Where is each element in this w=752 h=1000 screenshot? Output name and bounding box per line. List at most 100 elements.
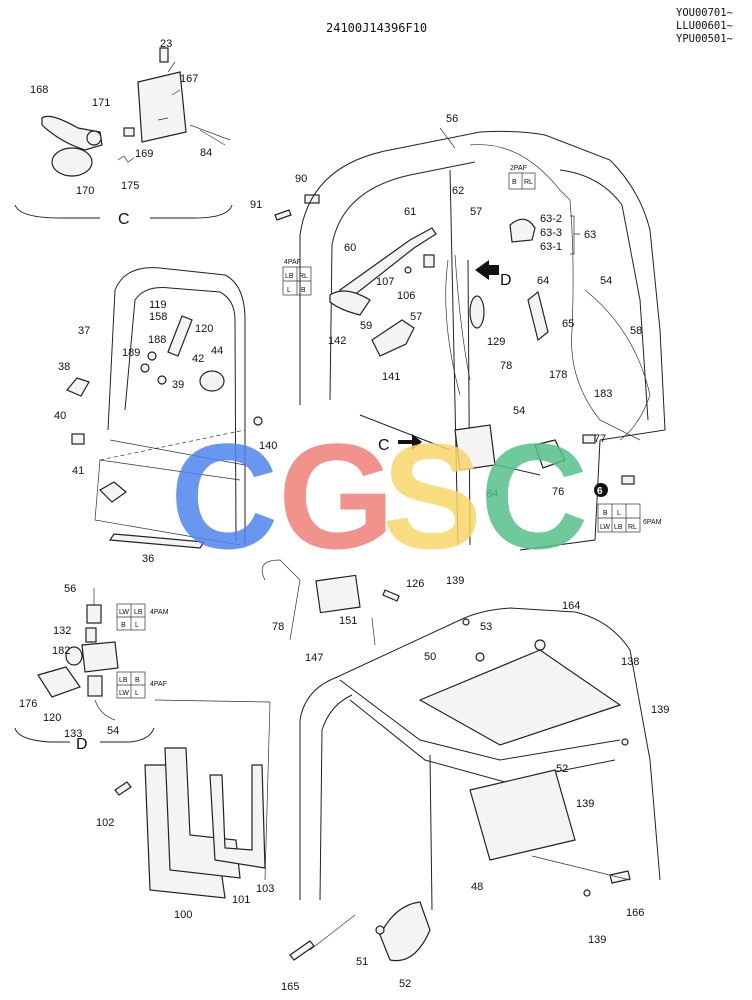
detail-c	[14, 47, 233, 219]
connector-6pam: B L LW LB RL 6PAM	[597, 503, 662, 533]
clip-106	[423, 254, 435, 268]
view-d-label: D	[500, 272, 512, 289]
part-number: 139	[576, 798, 594, 810]
part-number: 23	[160, 38, 172, 50]
svg-text:LW: LW	[600, 524, 610, 531]
part-number: 102	[96, 817, 114, 829]
part-number: 64	[537, 275, 549, 287]
part-number: 139	[446, 575, 464, 587]
lock-42	[199, 370, 225, 392]
dome-lamp-129	[469, 295, 485, 329]
svg-text:4PAF: 4PAF	[284, 259, 301, 266]
clip-139-a	[462, 618, 470, 626]
nut-107	[404, 266, 412, 274]
part-number: 39	[172, 379, 184, 391]
svg-text:6PAM: 6PAM	[643, 519, 662, 526]
svg-text:L: L	[135, 690, 139, 697]
part-number: 90	[295, 173, 307, 185]
part-number: 188	[148, 334, 166, 346]
part-number: 84	[486, 488, 498, 500]
window-48	[469, 769, 576, 861]
detail-d	[14, 588, 155, 743]
clip-140	[253, 416, 263, 426]
svg-text:RL: RL	[628, 524, 637, 531]
svg-text:LB: LB	[614, 524, 623, 531]
connector-2paf: 2PAF B RL	[508, 165, 536, 190]
watermark: C G S C	[170, 412, 588, 580]
part-number: 63-3	[540, 227, 562, 239]
connector-6pam	[621, 475, 635, 485]
svg-text:L: L	[135, 622, 139, 629]
mirror-52	[379, 901, 431, 962]
bolt-91	[274, 209, 292, 221]
svg-text:B: B	[121, 622, 126, 629]
part-number: 175	[121, 180, 139, 192]
callout-number: 6	[597, 486, 603, 497]
part-number: 107	[376, 276, 394, 288]
part-number: 59	[360, 320, 372, 332]
part-number: 151	[339, 615, 357, 627]
part-number: 106	[397, 290, 415, 302]
part-number: 54	[600, 275, 612, 287]
callout-6-icon	[594, 483, 608, 497]
bracket-38	[66, 377, 90, 397]
cab-side-panel	[94, 267, 246, 546]
washer-189	[140, 363, 150, 373]
part-number: 103	[256, 883, 274, 895]
wiper-motor	[329, 290, 371, 316]
part-number: 170	[76, 185, 94, 197]
wiper-arm	[339, 227, 437, 301]
bolt-126	[382, 589, 400, 602]
part-number: 41	[72, 465, 84, 477]
svg-text:2PAF: 2PAF	[510, 165, 527, 172]
part-number: 84	[200, 147, 212, 159]
cab-frame-lower	[154, 559, 661, 911]
clip-164	[534, 639, 546, 651]
handle-158	[167, 315, 193, 357]
part-number: 165	[281, 981, 299, 993]
bolt-165	[289, 940, 315, 961]
roof-panel-50	[418, 649, 622, 746]
bracket-76	[534, 439, 566, 469]
svg-text:B: B	[301, 287, 306, 294]
detail-c-label: C	[118, 211, 130, 228]
svg-text:L: L	[287, 287, 291, 294]
part-number: 183	[594, 388, 612, 400]
handle-65	[527, 290, 549, 342]
part-number: 42	[192, 353, 204, 365]
leader-lines	[199, 127, 631, 951]
svg-text:LW: LW	[119, 609, 129, 616]
part-number: 171	[92, 97, 110, 109]
part-number: 139	[588, 934, 606, 946]
rod-36	[108, 533, 206, 549]
part-number: 50	[424, 651, 436, 663]
part-number: 37	[78, 325, 90, 337]
part-number: 168	[30, 84, 48, 96]
part-number: 48	[471, 881, 483, 893]
svg-text:LB: LB	[119, 677, 128, 684]
part-number: 65	[562, 318, 574, 330]
bolt-166	[609, 870, 631, 884]
part-number: 52	[556, 763, 568, 775]
bolt-77	[582, 434, 596, 444]
part-number: 58	[630, 325, 642, 337]
view-d-arrow	[475, 260, 499, 280]
part-number: 44	[211, 345, 223, 357]
bolt-102	[114, 781, 132, 796]
part-number: 169	[135, 148, 153, 160]
watermark-letter: C	[480, 412, 588, 580]
part-number: 56	[446, 113, 458, 125]
part-number: 78	[500, 360, 512, 372]
svg-text:LW: LW	[119, 690, 129, 697]
part-number: 101	[232, 894, 250, 906]
part-number: 53	[480, 621, 492, 633]
view-c-label: C	[378, 437, 390, 454]
svg-text:4PAF: 4PAF	[150, 681, 167, 688]
part-number: 182	[52, 645, 70, 657]
watermark-letter: C	[170, 412, 278, 580]
svg-text:B: B	[603, 510, 608, 517]
screw-188	[147, 351, 157, 361]
latch-36	[99, 481, 127, 503]
part-number: 63-1	[540, 241, 562, 253]
connector-4pam-d: LW LB B L 4PAM	[116, 603, 169, 631]
